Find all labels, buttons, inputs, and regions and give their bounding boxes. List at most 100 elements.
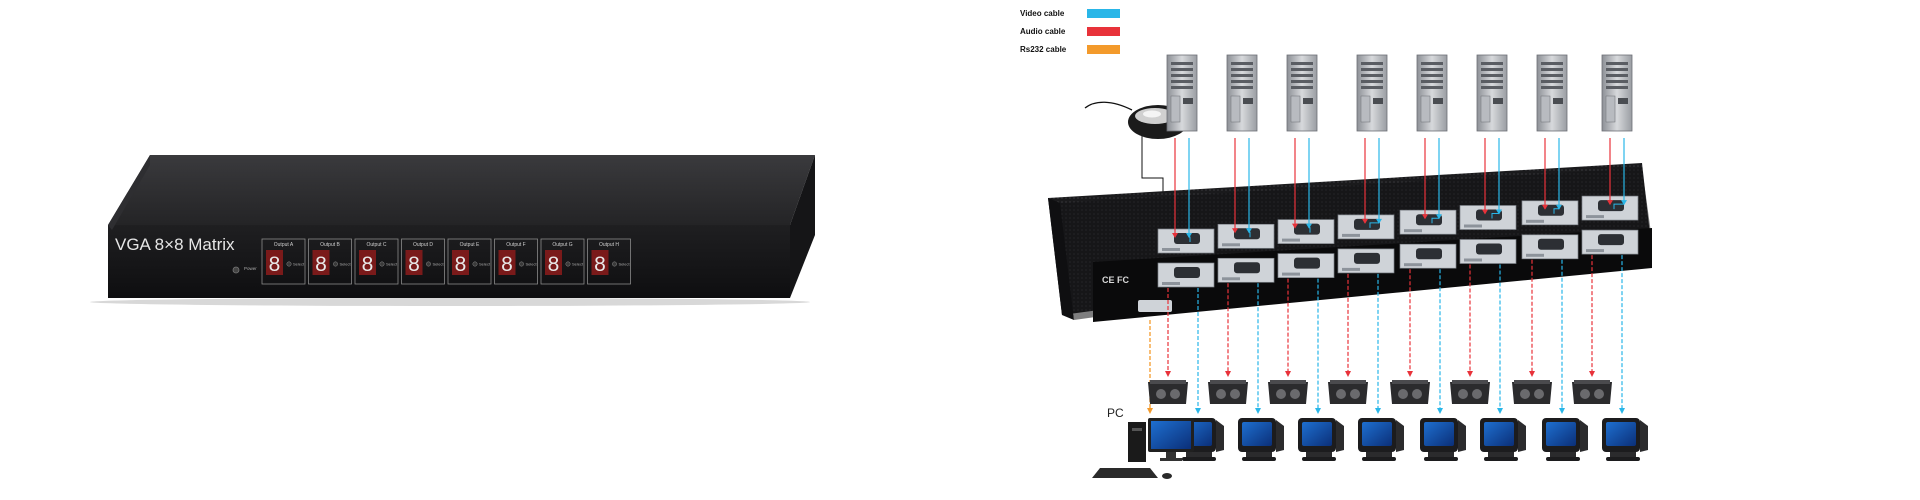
rs232-port-icon: [1138, 300, 1172, 312]
output-label: Output A: [274, 242, 294, 248]
select-label: Select: [526, 262, 538, 267]
crt-monitor-icon: [1542, 418, 1588, 461]
display-digit: 8: [501, 253, 513, 276]
speaker-icon: [1148, 380, 1188, 404]
vga-port-grid: [1157, 195, 1639, 288]
select-button[interactable]: [426, 261, 431, 267]
vga-port-icon: [1157, 262, 1215, 288]
output-monitors: [1178, 418, 1648, 461]
seven-segment-display: [591, 250, 609, 275]
vga-port-icon: [1277, 219, 1335, 244]
vga-port-icon: [1399, 209, 1457, 235]
legend-swatch: [1087, 27, 1120, 36]
speakers: [1148, 380, 1612, 404]
vga-port-icon: [1459, 205, 1517, 230]
legend-item: Audio cable: [1020, 27, 1120, 36]
computer-tower-icon: [1536, 54, 1568, 132]
vga-port-icon: [1399, 243, 1457, 269]
computer-tower-icon: [1286, 54, 1318, 132]
crt-monitor-icon: [1480, 418, 1526, 461]
output-label: Output G: [552, 242, 572, 248]
speaker-icon: [1450, 380, 1490, 404]
output-label: Output D: [413, 242, 433, 248]
select-label: Select: [433, 262, 445, 267]
select-button[interactable]: [333, 261, 338, 267]
seven-segment-display: [312, 250, 330, 275]
display-digit: 8: [408, 253, 420, 276]
speaker-icon: [1512, 380, 1552, 404]
seven-segment-display: [405, 250, 423, 275]
pc-label: PC: [1107, 406, 1124, 420]
seven-segment-display: [498, 250, 516, 275]
vga-port-icon: [1277, 253, 1335, 278]
select-button[interactable]: [286, 261, 292, 267]
select-button[interactable]: [379, 261, 385, 267]
computer-tower-icon: [1476, 54, 1508, 132]
vga-port-icon: [1337, 214, 1395, 240]
vga-port-icon: [1157, 228, 1215, 254]
select-label: Select: [386, 262, 398, 267]
output-panel: Output F 8 Select: [494, 238, 538, 285]
legend-item: Video cable: [1020, 9, 1120, 18]
computer-tower-icon: [1166, 54, 1198, 132]
cables: [1147, 138, 1627, 414]
vga-port-icon: [1217, 257, 1275, 283]
vga-port-icon: [1217, 223, 1275, 249]
crt-monitor-icon: [1238, 418, 1284, 461]
output-panel: Output C 8 Select: [354, 238, 399, 285]
select-label: Select: [293, 262, 305, 267]
vga-port-icon: [1581, 229, 1639, 255]
power-led-icon: [232, 266, 240, 274]
select-button[interactable]: [519, 261, 524, 267]
computer-tower-icon: [1356, 54, 1388, 132]
crt-monitor-icon: [1602, 418, 1648, 461]
select-button[interactable]: [472, 261, 478, 267]
crt-monitor-icon: [1358, 418, 1404, 461]
vga-port-icon: [1521, 200, 1579, 226]
speaker-icon: [1208, 380, 1248, 404]
speaker-icon: [1328, 380, 1368, 404]
speaker-icon: [1268, 380, 1308, 404]
select-button[interactable]: [612, 261, 617, 267]
source-computers: [1166, 54, 1633, 132]
speaker-icon: [1390, 380, 1430, 404]
computer-tower-icon: [1601, 54, 1633, 132]
output-panel: Output D 8 Select: [401, 238, 445, 285]
output-label: Output E: [460, 242, 480, 248]
output-label: Output C: [366, 242, 386, 248]
seven-segment-display: [266, 250, 283, 275]
power-label: Power: [244, 266, 257, 271]
seven-segment-display: [359, 250, 376, 275]
vga-port-icon: [1337, 248, 1395, 274]
display-digit: 8: [362, 253, 374, 276]
output-label: Output H: [599, 242, 619, 248]
desktop-pc-icon: [1092, 418, 1194, 479]
vga-port-icon: [1521, 234, 1579, 260]
legend-item: Rs232 cable: [1020, 45, 1120, 54]
select-label: Select: [340, 262, 352, 267]
output-label: Output F: [506, 242, 525, 248]
matrix-device-rear: CE FC: [1048, 163, 1652, 322]
display-digit: 8: [548, 253, 560, 276]
display-digit: 8: [315, 253, 327, 276]
vga-port-icon: [1459, 239, 1517, 264]
device-title: VGA 8×8 Matrix: [115, 235, 235, 254]
crt-monitor-icon: [1420, 418, 1466, 461]
legend-label: Audio cable: [1020, 27, 1066, 36]
seven-segment-display: [452, 250, 469, 275]
legend-label: Video cable: [1020, 9, 1065, 18]
ce-mark: CE FC: [1102, 275, 1130, 285]
legend-label: Rs232 cable: [1020, 45, 1067, 54]
select-button[interactable]: [565, 261, 571, 267]
crt-monitor-icon: [1298, 418, 1344, 461]
display-digit: 8: [455, 253, 467, 276]
